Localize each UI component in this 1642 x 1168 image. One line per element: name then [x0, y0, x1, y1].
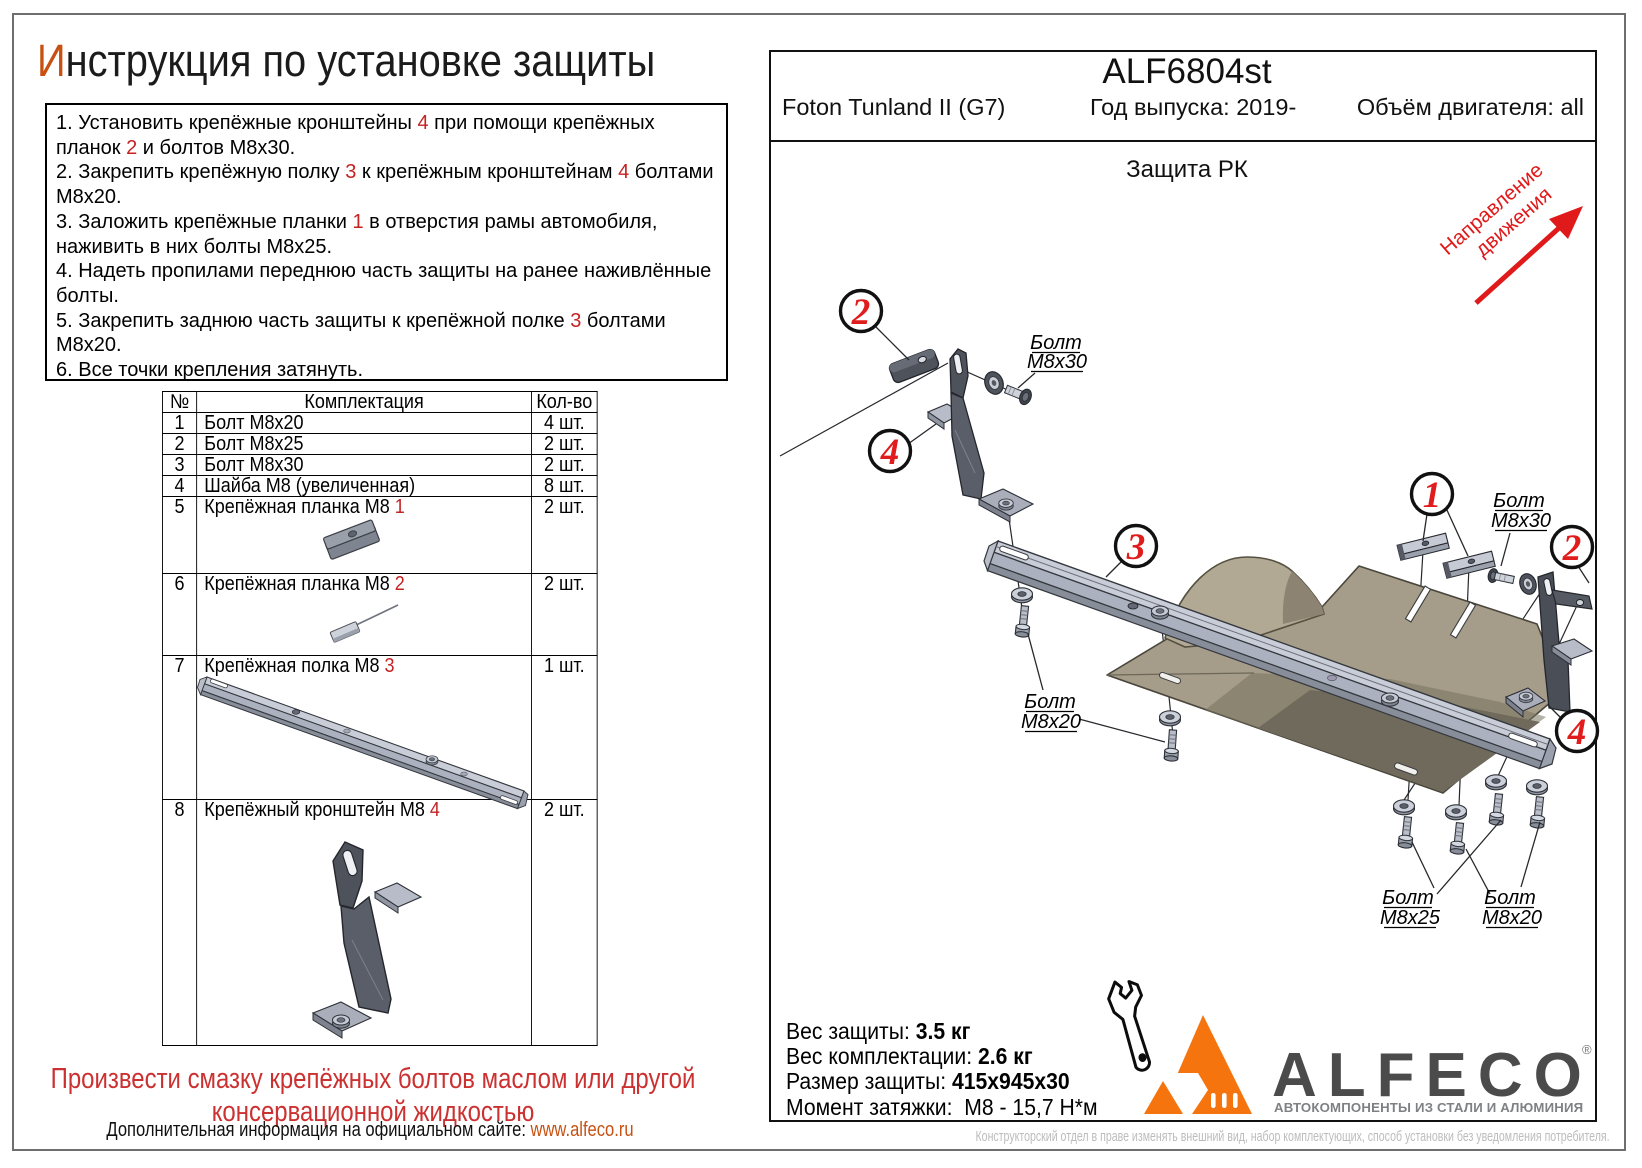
svg-text:М8х30: М8х30	[1491, 510, 1551, 532]
svg-text:М8х25: М8х25	[1380, 907, 1441, 929]
svg-text:3: 3	[1126, 527, 1146, 568]
svg-text:Болт: Болт	[1382, 887, 1434, 909]
svg-text:М8х20: М8х20	[1021, 711, 1081, 733]
svg-text:Болт: Болт	[1493, 490, 1545, 512]
svg-text:4: 4	[880, 432, 900, 473]
svg-text:1: 1	[1423, 475, 1442, 516]
svg-text:2: 2	[1562, 528, 1582, 569]
svg-text:Болт: Болт	[1030, 332, 1082, 354]
svg-text:2: 2	[851, 292, 871, 333]
svg-text:Болт: Болт	[1484, 887, 1536, 909]
svg-text:М8х20: М8х20	[1482, 907, 1542, 929]
svg-text:Болт: Болт	[1024, 691, 1076, 713]
svg-text:М8х30: М8х30	[1027, 351, 1087, 373]
svg-text:4: 4	[1567, 712, 1587, 753]
